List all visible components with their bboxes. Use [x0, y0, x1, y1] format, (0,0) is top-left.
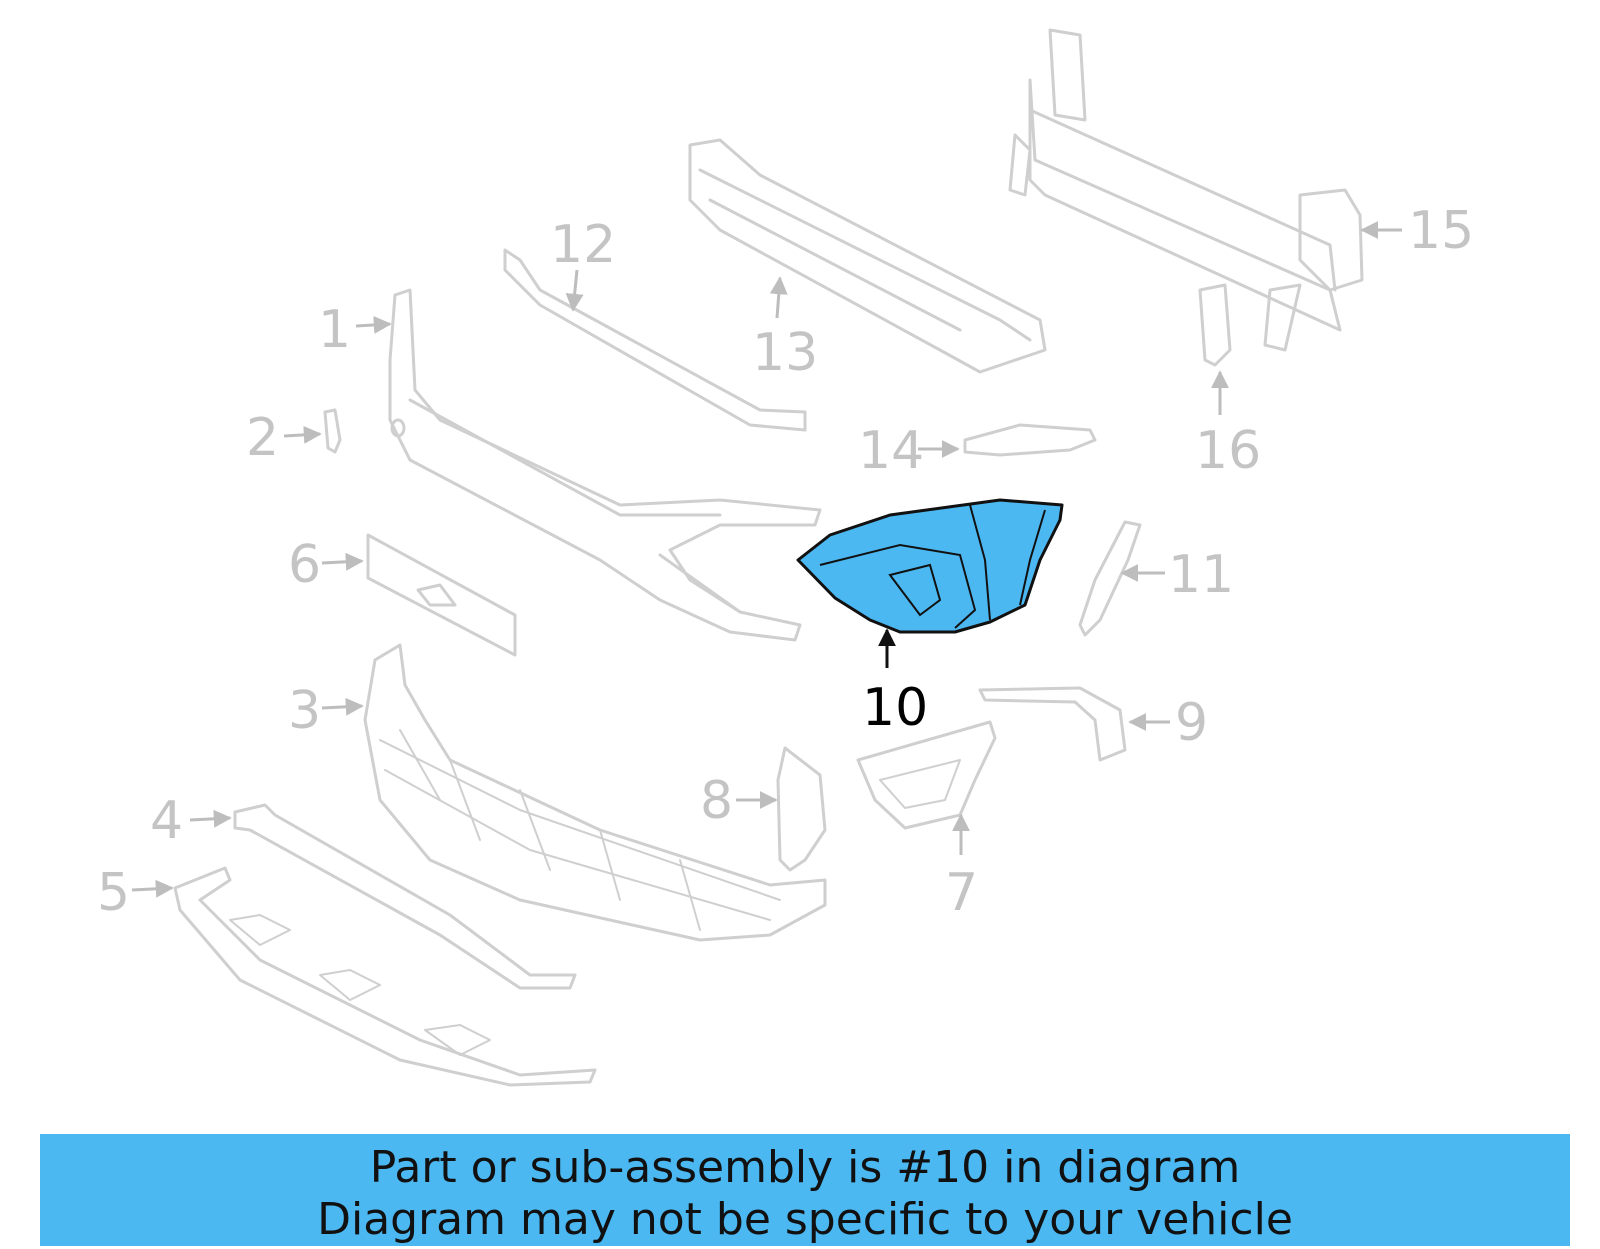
callout-13: 13 — [752, 323, 818, 383]
part-14-bracket — [963, 423, 1097, 457]
callout-2: 2 — [246, 408, 279, 468]
part-2-clip — [323, 408, 342, 454]
callout-16: 16 — [1195, 421, 1261, 481]
callout-12: 12 — [550, 215, 616, 275]
callout-7: 7 — [945, 863, 978, 923]
callout-8: 8 — [700, 771, 733, 831]
part-6-plate-bracket — [366, 533, 517, 657]
callout-9: 9 — [1175, 693, 1208, 753]
part-9-trim — [978, 686, 1127, 762]
part-13-absorber — [688, 138, 1047, 374]
part-3-lower-grille — [363, 643, 827, 942]
caption-banner: Part or sub-assembly is #10 in diagram D… — [40, 1134, 1570, 1246]
callout-5: 5 — [97, 863, 130, 923]
part-16-bracket — [1198, 283, 1232, 367]
part-11-trim — [1078, 520, 1142, 637]
banner-line-1: Part or sub-assembly is #10 in diagram — [369, 1142, 1241, 1193]
callout-arrows — [131, 221, 1402, 898]
banner-line-2: Diagram may not be specific to your vehi… — [317, 1194, 1293, 1245]
callout-4: 4 — [150, 791, 183, 851]
part-8-bezel — [776, 746, 827, 872]
callout-10: 10 — [862, 678, 928, 738]
callout-14: 14 — [858, 421, 924, 481]
part-7-duct — [856, 720, 997, 830]
callout-6: 6 — [288, 535, 321, 595]
part-12-molding — [503, 248, 807, 432]
part-15-reinforcement-bar — [1008, 28, 1364, 352]
callout-labels: 1 2 3 4 5 6 7 8 9 10 11 12 13 14 15 16 — [97, 201, 1474, 923]
part-10-housing-highlighted — [796, 498, 1064, 634]
part-1-bumper-cover — [388, 288, 822, 642]
callout-1: 1 — [318, 300, 351, 360]
part-5-skid-plate — [173, 866, 597, 1087]
callout-15: 15 — [1408, 201, 1474, 261]
callout-11: 11 — [1168, 545, 1234, 605]
callout-3: 3 — [288, 681, 321, 741]
part-4-lower-molding — [233, 803, 577, 990]
